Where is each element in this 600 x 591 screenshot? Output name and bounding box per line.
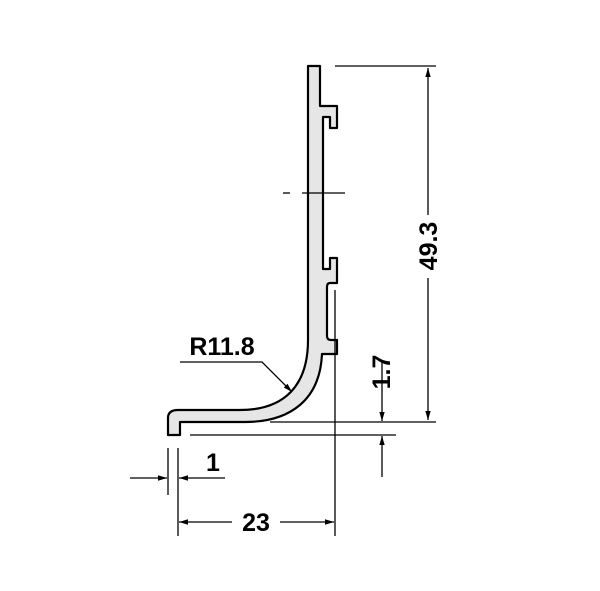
- dim-label-thickness: 1: [206, 449, 220, 477]
- dim-label-height: 49.3: [415, 222, 443, 271]
- profile-section: [166, 64, 339, 437]
- radius-leader: [180, 361, 293, 393]
- dim-label-width: 23: [242, 509, 270, 537]
- dim-label-radius: R11.8: [189, 333, 254, 361]
- dim-label-gap: 1.7: [368, 355, 396, 390]
